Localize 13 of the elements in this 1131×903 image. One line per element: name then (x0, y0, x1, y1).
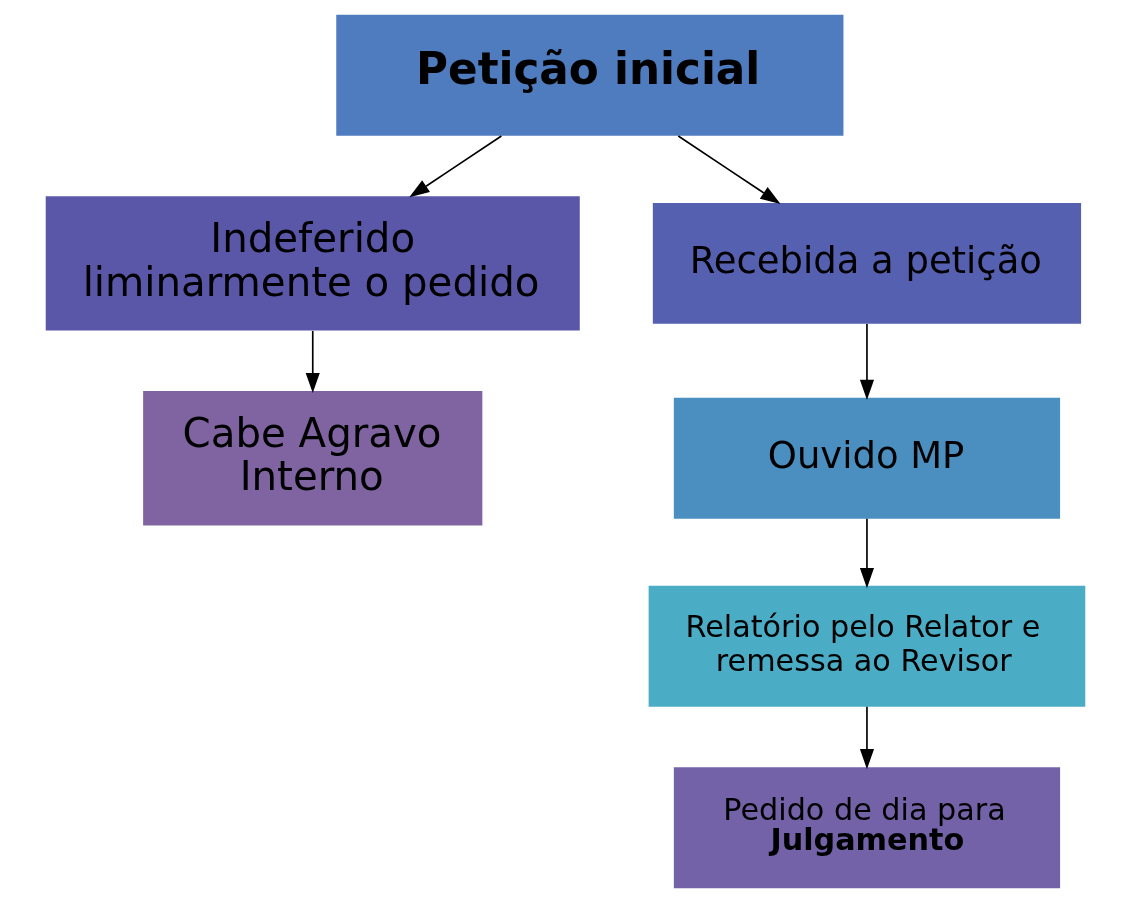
node-box: Cabe Agravo Interno (143, 391, 483, 526)
node-box: Recebida a petição (652, 202, 1082, 324)
arrow (859, 323, 874, 400)
node-box: Petição inicial (336, 14, 844, 136)
node-box: Indeferido liminarmente o pedido (45, 196, 580, 331)
node-box: Ouvido MP (673, 397, 1061, 519)
arrow (859, 518, 874, 589)
arrow (305, 330, 320, 394)
arrow (859, 705, 874, 770)
arrow (409, 135, 503, 198)
node-box: Relatório pelo Relator e remessa ao Revisor (648, 585, 1086, 707)
arrow (677, 135, 781, 205)
node-box: Pedido de dia para Julgamento (673, 767, 1061, 889)
